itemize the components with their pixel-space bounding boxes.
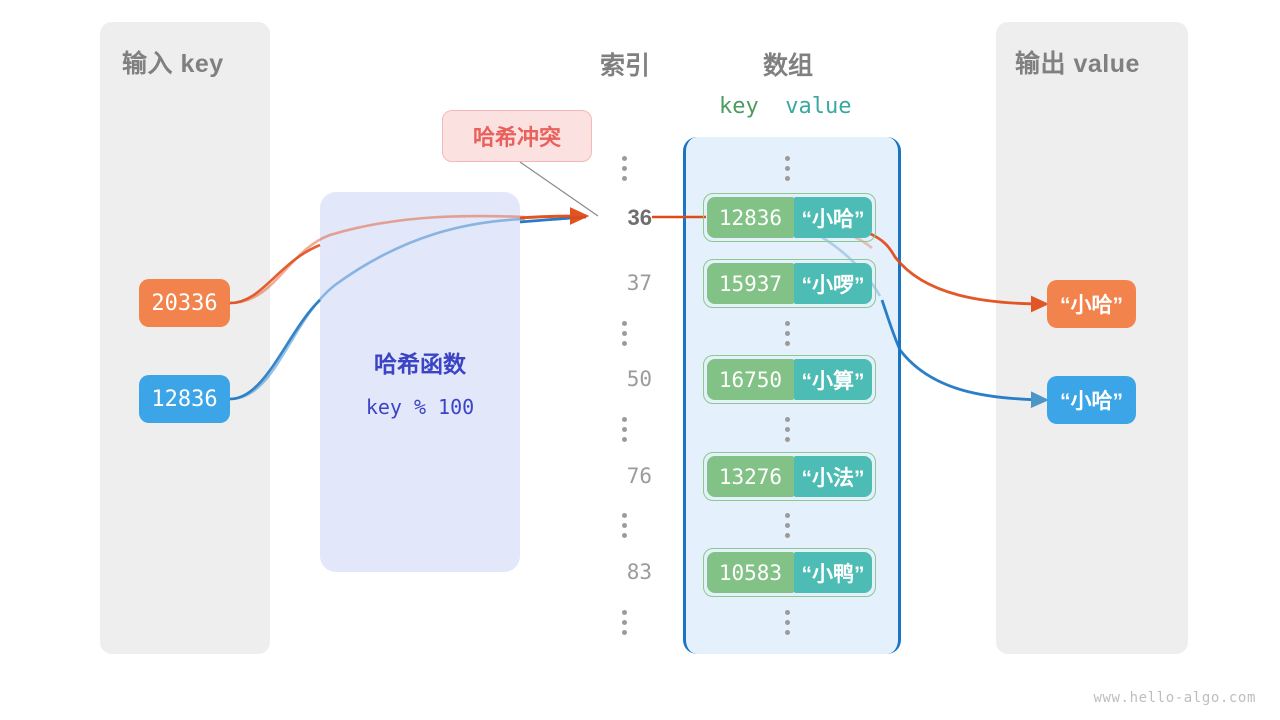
bucket-key-37: 15937 [707,263,794,304]
bucket-row-36[interactable]: 12836 “小哈” [703,193,876,242]
index-label-76: 76 [626,464,652,488]
bucket-key-36: 12836 [707,197,794,238]
bucket-value-37: “小啰” [793,263,872,304]
index-ellipsis-1 [622,321,627,346]
bucket-value-36: “小哈” [793,197,872,238]
bucket-value-76: “小法” [793,456,872,497]
link-hash-to-index-36-blue [519,215,587,224]
bucket-row-76[interactable]: 13276 “小法” [703,452,876,501]
output-panel-title-text: 输出 value [1015,50,1140,78]
bucket-row-50[interactable]: 16750 “小算” [703,355,876,404]
index-ellipsis-3 [622,513,627,538]
bucket-row-83[interactable]: 10583 “小鸭” [703,548,876,597]
value-column-label: value [785,94,852,119]
index-column-heading: 索引 [599,52,650,80]
index-ellipsis-2 [622,417,627,442]
hash-function-formula: key % 100 [365,395,475,419]
array-ellipsis-3 [785,513,790,538]
input-key-20336[interactable]: 20336 [139,279,230,327]
hash-function-title: 哈希函数 [374,351,466,377]
index-label-83: 83 [626,560,652,584]
array-ellipsis-2 [785,417,790,442]
index-label-50: 50 [626,367,652,391]
input-panel [100,22,270,654]
output-panel-title: 输出 value [1015,44,1140,80]
collision-label: 哈希冲突 [442,110,592,162]
link-hash-to-index-36-orange [519,207,590,226]
input-panel-title-text: 输入 key [122,50,224,78]
index-label-37: 37 [626,271,652,295]
input-key-12836[interactable]: 12836 [139,375,230,423]
output-panel [996,22,1188,654]
bucket-row-37[interactable]: 15937 “小啰” [703,259,876,308]
index-ellipsis-top [622,156,627,181]
bucket-key-83: 10583 [707,552,794,593]
key-column-label: key [719,94,759,119]
kv-column-heading: key value [719,94,851,119]
array-ellipsis-top [785,156,790,181]
index-label-36: 36 [627,205,652,230]
output-value-blue[interactable]: “小哈” [1047,376,1136,424]
output-value-orange[interactable]: “小哈” [1047,280,1136,328]
index-ellipsis-bottom [622,610,627,635]
watermark: www.hello-algo.com [1093,690,1256,706]
bucket-value-83: “小鸭” [793,552,872,593]
input-panel-title: 输入 key [122,44,224,80]
array-ellipsis-bottom [785,610,790,635]
bucket-key-50: 16750 [707,359,794,400]
array-column-heading: 数组 [762,52,813,80]
array-ellipsis-1 [785,321,790,346]
bucket-key-76: 13276 [707,456,794,497]
bucket-value-50: “小算” [793,359,872,400]
collision-leader-line [519,161,599,217]
hash-function-box: 哈希函数 key % 100 [320,192,520,572]
